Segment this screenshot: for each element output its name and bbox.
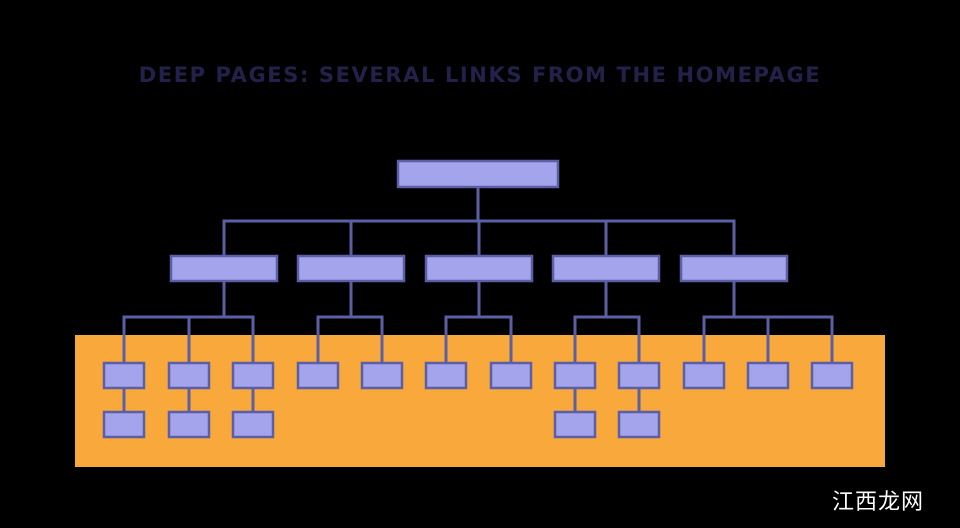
node-page-5-1	[682, 361, 726, 390]
node-page-1-2-1	[167, 410, 211, 439]
node-page-1-1-1	[102, 410, 146, 439]
node-page-2-1	[296, 361, 340, 390]
node-page-2-2	[360, 361, 404, 390]
node-page-1-3-1	[231, 410, 275, 439]
watermark-text: 江西龙网	[831, 490, 924, 515]
node-page-3-1	[424, 361, 468, 390]
node-section-3	[424, 254, 534, 283]
node-page-1-1	[102, 361, 146, 390]
page-nodes	[102, 159, 854, 439]
node-page-4-2	[617, 361, 661, 390]
deep-pages-highlight	[75, 335, 885, 467]
diagram-title: DEEP PAGES: SEVERAL LINKS FROM THE HOMEP…	[138, 63, 822, 87]
node-page-5-3	[810, 361, 854, 390]
node-page-1-2	[167, 361, 211, 390]
node-page-3-2	[489, 361, 533, 390]
node-page-4-2-1	[617, 410, 661, 439]
node-section-1	[169, 254, 279, 283]
connector-lines	[122, 185, 834, 414]
node-page-5-2	[746, 361, 790, 390]
node-page-1-3	[231, 361, 275, 390]
node-section-5	[679, 254, 789, 283]
node-page-4-1-1	[553, 410, 597, 439]
node-page-4-1	[553, 361, 597, 390]
node-section-4	[551, 254, 661, 283]
node-homepage	[396, 159, 560, 189]
node-section-2	[296, 254, 406, 283]
